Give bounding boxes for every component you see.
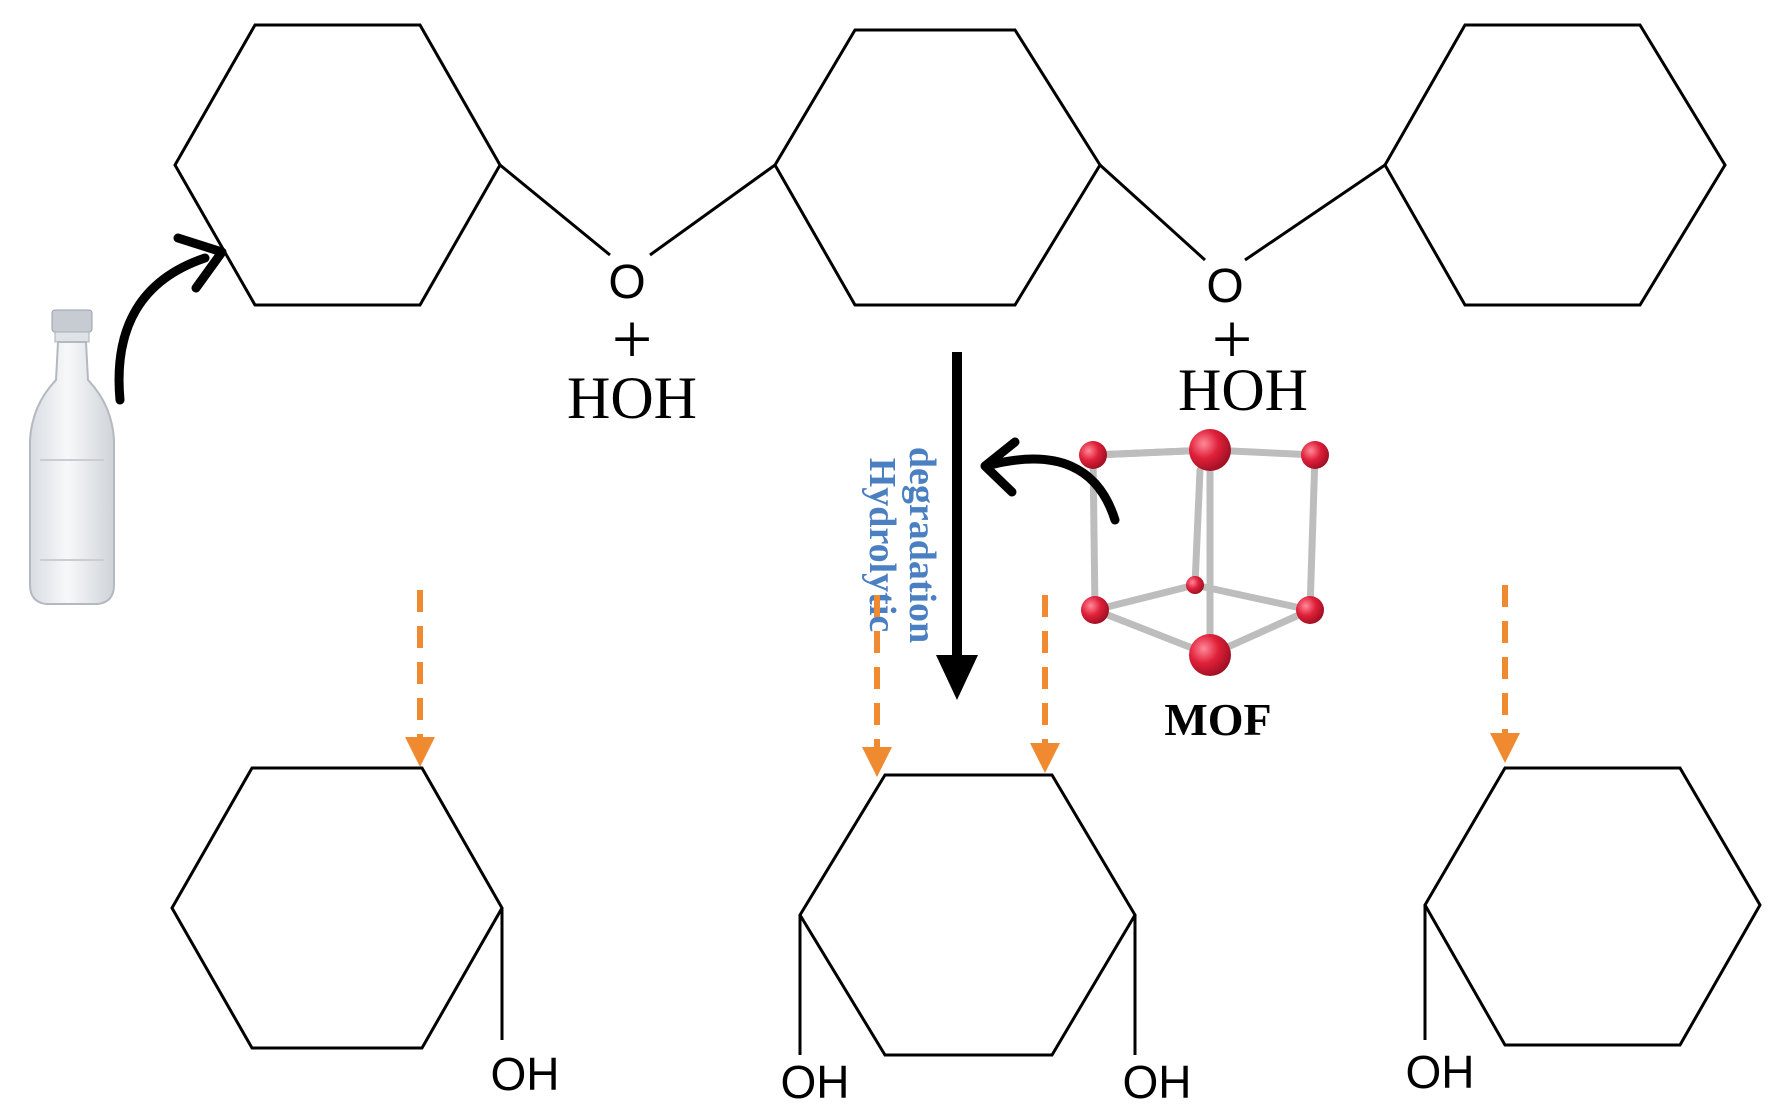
degradation-arrow-icon	[936, 352, 978, 700]
ether-bond	[649, 163, 776, 257]
hydroxyl-label: OH	[1123, 1056, 1192, 1108]
process-label: degradation	[901, 447, 943, 643]
ether-bond	[1098, 163, 1207, 262]
ring-top-3	[1383, 23, 1727, 307]
water-label: HOH	[567, 365, 697, 431]
ether-oxygen: O	[1206, 260, 1243, 313]
products	[170, 766, 1762, 1057]
plastic-bottle-icon	[29, 309, 115, 605]
ether-oxygen: O	[608, 256, 645, 309]
hydroxyl-label: OH	[491, 1048, 560, 1100]
curved-arrow-icon	[114, 233, 227, 405]
catalyst-label: MOF	[1164, 694, 1271, 745]
ether-bond	[499, 163, 611, 257]
ring-bottom-1	[170, 766, 504, 1050]
hydroxyl-label: OH	[781, 1056, 850, 1108]
hydroxyl-label: OH	[1406, 1046, 1475, 1098]
process-label: Hydrolytic	[861, 458, 903, 633]
water-label: HOH	[1178, 357, 1308, 423]
polymer-chain	[173, 23, 1727, 307]
ring-bottom-3	[1423, 766, 1762, 1047]
cleavage-arrows	[405, 585, 1520, 777]
ether-bond	[1244, 163, 1386, 262]
curved-arrow-icon	[980, 437, 1120, 525]
plus-sign: +	[1212, 299, 1253, 379]
ring-top-2	[773, 28, 1102, 307]
ring-bottom-2	[798, 773, 1137, 1057]
plus-sign: +	[612, 299, 653, 379]
ring-top-1	[173, 23, 502, 307]
mof-icon	[1079, 429, 1329, 676]
